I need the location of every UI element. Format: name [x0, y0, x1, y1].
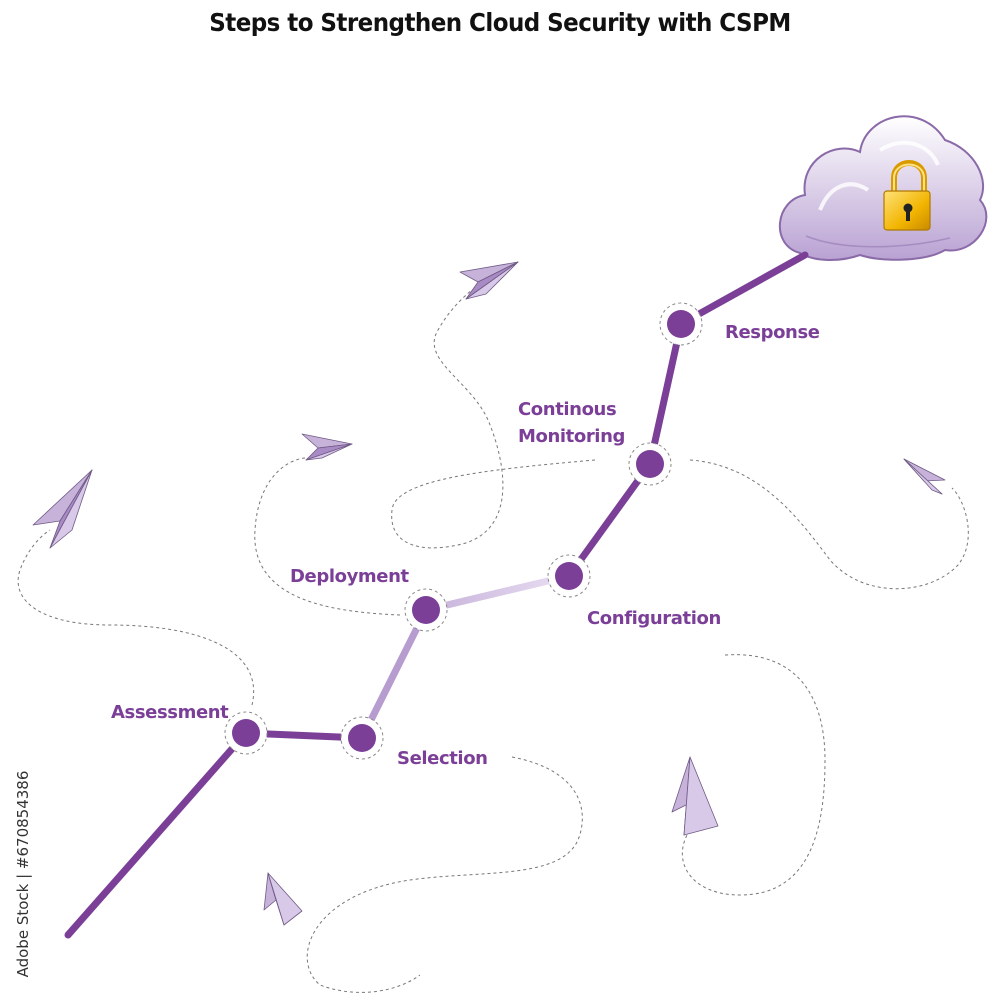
step-label-configuration: Configuration — [587, 608, 721, 629]
paper-plane-icon — [32, 469, 93, 549]
dashed-trail — [689, 459, 969, 590]
node-deployment — [404, 588, 448, 632]
paper-plane-icon — [459, 261, 519, 300]
path-segment — [64, 729, 250, 939]
paper-plane-icon — [263, 872, 303, 926]
step-nodes — [224, 302, 703, 760]
stock-id-label: Adobe Stock | #670854386 — [14, 770, 32, 978]
node-continuous-monitoring — [628, 442, 672, 486]
dashed-trail — [17, 529, 255, 706]
step-label-deployment: Deployment — [290, 566, 409, 587]
path-segment — [677, 251, 809, 328]
dashed-trails — [17, 289, 969, 993]
step-label-monitoring: Monitoring — [518, 426, 625, 447]
paper-plane-icon — [301, 433, 353, 461]
node-assessment — [224, 711, 268, 755]
cloud-icon — [778, 115, 988, 261]
paper-plane-icon — [903, 458, 946, 495]
dashed-trail — [254, 457, 401, 616]
node-configuration — [547, 554, 591, 598]
path-segment — [358, 606, 430, 742]
step-label-assessment: Assessment — [111, 702, 229, 723]
step-label-selection: Selection — [397, 748, 488, 769]
path-segment — [565, 460, 654, 580]
paper-plane-icon — [671, 756, 719, 836]
lock-icon — [883, 160, 931, 231]
page-title: Steps to Strengthen Cloud Security with … — [209, 8, 791, 37]
node-response — [659, 302, 703, 346]
paper-planes — [32, 261, 946, 926]
dashed-trail — [681, 654, 826, 896]
stock-watermark-text: Adobe Stock | #670854386 — [12, 756, 34, 992]
step-label-response: Response — [725, 322, 820, 343]
path-segment — [646, 320, 685, 468]
node-selection — [340, 716, 384, 760]
step-label-continuous: Continous — [518, 399, 617, 420]
path-segment — [422, 572, 573, 614]
dashed-trail — [306, 756, 583, 993]
